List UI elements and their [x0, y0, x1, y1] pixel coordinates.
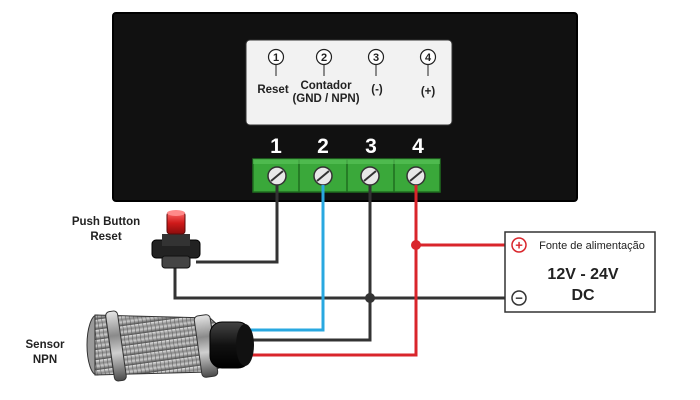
push-button [151, 210, 201, 269]
terminal-label-2: 2 Contador (GND / NPN) [292, 48, 360, 105]
terminal-circle-number-3: 3 [373, 52, 379, 64]
terminal-label-1: 1 Reset [257, 48, 289, 96]
terminal-number-2: 2 [317, 135, 329, 158]
push-button-label-2: Reset [90, 231, 121, 243]
sensor-label-2: NPN [33, 354, 57, 366]
terminal-description-4: (+) [421, 86, 436, 98]
push-button-label-1: Push Button [72, 216, 140, 228]
screw-4 [406, 166, 426, 186]
terminal-circle-number-1: 1 [273, 52, 279, 64]
terminal-circle-number-2: 2 [321, 52, 327, 64]
psu-type: DC [571, 287, 595, 304]
wire-gnd-to-psu [173, 268, 505, 300]
psu-voltage: 12V - 24V [547, 266, 618, 283]
terminal-number-3: 3 [365, 135, 377, 158]
terminal-description-2b: (GND / NPN) [292, 93, 359, 105]
terminal-label-3: 3 (-) [367, 48, 385, 96]
terminal-description-1: Reset [257, 84, 288, 96]
plus-icon [511, 237, 527, 253]
terminal-number-4: 4 [412, 135, 424, 158]
terminal-number-1: 1 [270, 135, 282, 158]
npn-sensor [86, 310, 254, 382]
wire-signal-blue [250, 185, 325, 332]
wire-ground-black [250, 185, 372, 342]
label-plate [245, 39, 453, 126]
screw-2 [313, 166, 333, 186]
screw-1 [267, 166, 287, 186]
terminal-description-2a: Contador [300, 80, 352, 92]
psu-title: Fonte de alimentação [539, 240, 645, 252]
terminal-label-4: 4 (+) [419, 48, 437, 98]
sensor-label-1: Sensor [26, 339, 66, 351]
junction-red [411, 240, 421, 250]
minus-icon [511, 290, 527, 306]
terminal-description-3: (-) [371, 84, 383, 96]
psu-minus-symbol: − [515, 291, 523, 306]
junction-black [365, 293, 375, 303]
power-supply: + Fonte de alimentação 12V - 24V DC − [504, 231, 656, 313]
terminal-circle-number-4: 4 [425, 52, 432, 64]
wire-reset-black [196, 185, 279, 264]
psu-plus-symbol: + [515, 238, 523, 253]
screw-3 [360, 166, 380, 186]
